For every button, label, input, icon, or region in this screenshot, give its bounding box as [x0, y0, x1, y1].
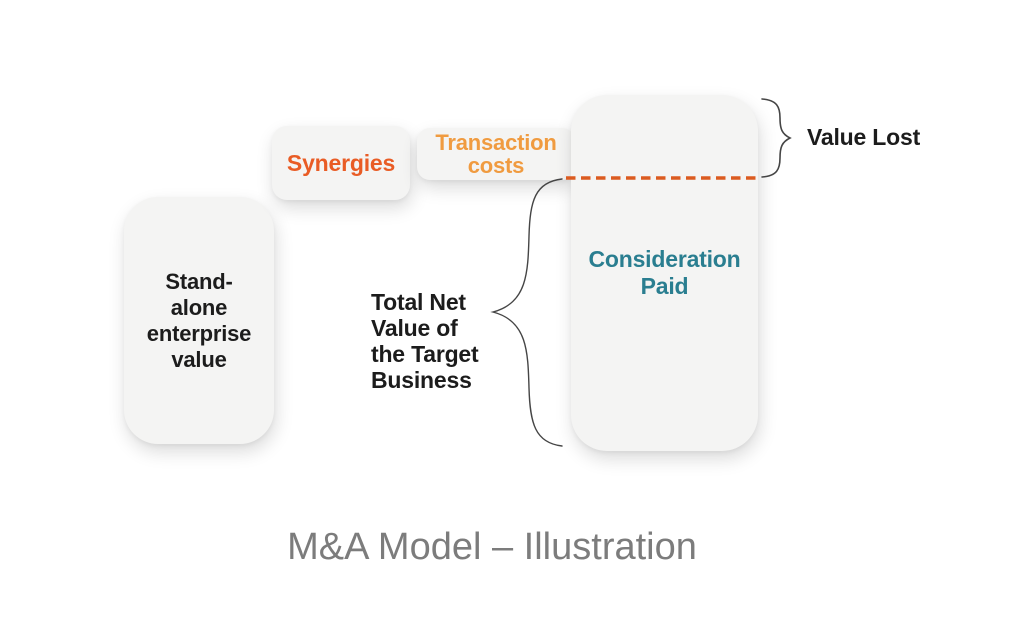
total-net-label-line: Total Net: [371, 289, 466, 315]
standalone-enterprise-value-box: Stand- alone enterprise value: [124, 197, 274, 444]
total-net-value-label: Total Net Value of the Target Business: [371, 289, 479, 393]
standalone-label-line: value: [171, 346, 227, 372]
transaction-costs-label: Transaction costs: [435, 131, 556, 177]
consideration-label-line: Consideration: [588, 246, 741, 272]
consideration-label-line: Paid: [640, 273, 689, 299]
synergies-box: Synergies: [272, 126, 410, 200]
transaction-costs-box: Transaction costs: [417, 128, 575, 180]
consideration-paid-label: Consideration Paid: [588, 246, 740, 300]
transaction-label-line: Transaction: [435, 130, 557, 155]
total-net-label-line: Business: [371, 367, 472, 393]
value-lost-brace-icon: [761, 98, 792, 178]
standalone-label-line: enterprise: [146, 320, 252, 346]
total-net-label-line: the Target: [371, 341, 479, 367]
consideration-paid-box: Consideration Paid: [571, 95, 758, 451]
transaction-label-line: costs: [467, 153, 525, 178]
page-title: M&A Model – Illustration: [287, 526, 697, 568]
total-net-brace-icon: [490, 178, 563, 447]
standalone-enterprise-value-label: Stand- alone enterprise value: [146, 268, 252, 373]
standalone-label-line: alone: [170, 294, 228, 320]
standalone-label-line: Stand-: [165, 268, 233, 294]
synergies-label: Synergies: [286, 149, 396, 176]
total-net-label-line: Value of: [371, 315, 458, 341]
value-lost-label: Value Lost: [807, 124, 921, 150]
